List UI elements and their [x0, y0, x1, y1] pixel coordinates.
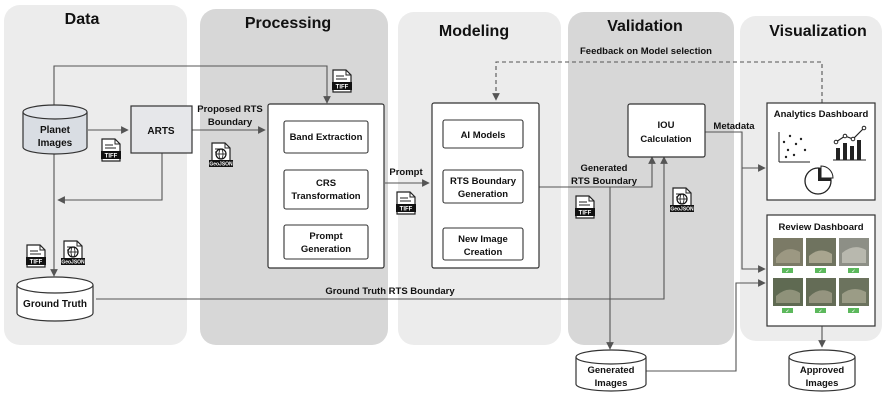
ground-truth-to-iou-connector	[96, 156, 668, 300]
processing-stage-title: Processing	[245, 15, 331, 32]
geojson-file-icon: GeoJSON	[209, 142, 233, 168]
tiff-file-icon: TIFF	[26, 244, 46, 268]
tiff-badge-text: TIFF	[400, 207, 413, 213]
generated-rts-boundary-label-line2: RTS Boundary	[571, 176, 638, 187]
crs-transformation-label-line2: Transformation	[291, 191, 360, 202]
generated-images-to-review-connector	[646, 279, 766, 372]
iou-calculation-label-line2: Calculation	[640, 134, 691, 145]
tiff-badge-text: TIFF	[579, 211, 592, 217]
rts-boundary-generation-label-line2: Generation	[458, 189, 508, 200]
data-stage-title: Data	[65, 11, 100, 28]
new-image-creation-label-line1: New Image	[458, 234, 508, 245]
arts-node: ARTS	[130, 105, 193, 154]
metadata-connector	[705, 131, 766, 172]
tiff-file-icon: TIFF	[575, 195, 595, 219]
approve-tag-check: ✓	[852, 308, 856, 313]
modeling-stage-title: Modeling	[439, 23, 509, 40]
geojson-file-icon: GeoJSON	[670, 187, 694, 213]
geojson-badge-text: GeoJSON	[670, 207, 694, 213]
geojson-badge-text: GeoJSON	[209, 162, 233, 168]
approve-tag[interactable]	[782, 268, 793, 273]
metadata-label: Metadata	[713, 121, 755, 132]
new-image-creation-node: New Image Creation	[442, 227, 524, 261]
crs-transformation-node: CRS Transformation	[283, 169, 369, 210]
tiff-badge-text: TIFF	[105, 154, 118, 160]
analytics-chart-icon	[778, 125, 867, 195]
crs-transformation-label-line1: CRS	[316, 178, 336, 189]
approve-tag-check: ✓	[852, 268, 856, 273]
approve-tag-check: ✓	[819, 268, 823, 273]
tiff-file-icon: TIFF	[332, 69, 352, 93]
generated-images-label-line1: Generated	[588, 365, 635, 376]
review-dashboard-label: Review Dashboard	[779, 222, 864, 233]
feedback-label: Feedback on Model selection	[580, 46, 712, 57]
visualization-stage-title: Visualization	[769, 23, 867, 40]
generated-images-node: Generated Images	[575, 349, 647, 392]
rts-boundary-generation-label-line1: RTS Boundary	[450, 176, 517, 187]
tiff-file-icon: TIFF	[396, 191, 416, 215]
review-dashboard-node: Review Dashboard ✓ ✓ ✓	[766, 214, 876, 327]
new-image-creation-label-line2: Creation	[464, 247, 503, 258]
approve-tag[interactable]	[815, 308, 826, 313]
generated-rts-to-iou-connector	[539, 156, 656, 188]
geojson-badge-text: GeoJSON	[61, 260, 85, 266]
planet-to-processing-connector	[53, 65, 331, 106]
tiff-badge-text: TIFF	[336, 85, 349, 91]
band-extraction-node: Band Extraction	[283, 120, 369, 154]
ground-truth-node: Ground Truth	[16, 276, 94, 322]
proposed-rts-boundary-label-line2: Boundary	[208, 117, 253, 128]
prompt-generation-label-line2: Generation	[301, 244, 351, 255]
approve-tag[interactable]	[848, 308, 859, 313]
approve-tag[interactable]	[848, 268, 859, 273]
approved-images-label-line1: Approved	[800, 365, 845, 376]
data-stage-band	[4, 5, 187, 345]
geojson-file-icon: GeoJSON	[61, 240, 85, 266]
approve-tag-check: ✓	[786, 308, 790, 313]
planet-images-label-line2: Images	[38, 138, 73, 149]
approved-images-node: Approved Images	[788, 349, 856, 392]
rts-boundary-generation-node: RTS Boundary Generation	[442, 169, 524, 204]
planet-images-label-line1: Planet	[40, 125, 71, 136]
iou-to-review-connector	[741, 168, 766, 273]
iou-calculation-node: IOU Calculation	[627, 103, 706, 158]
ground-truth-rts-boundary-label: Ground Truth RTS Boundary	[325, 286, 455, 297]
iou-calculation-label-line1: IOU	[658, 120, 675, 131]
approve-tag-check: ✓	[819, 308, 823, 313]
prompt-generation-node: Prompt Generation	[283, 224, 369, 260]
band-extraction-label: Band Extraction	[290, 132, 363, 143]
validation-stage-title: Validation	[607, 18, 683, 35]
arts-label: ARTS	[147, 126, 175, 137]
approve-tag[interactable]	[815, 268, 826, 273]
approve-tag-check: ✓	[786, 268, 790, 273]
review-image-grid: ✓ ✓ ✓ ✓ ✓ ✓	[773, 238, 869, 313]
feedback-connector	[492, 61, 823, 103]
approve-tag[interactable]	[782, 308, 793, 313]
ai-models-label: AI Models	[461, 130, 506, 141]
planet-images-node: Planet Images	[22, 104, 88, 155]
prompt-label: Prompt	[389, 167, 423, 178]
connectors	[50, 61, 826, 372]
proposed-rts-boundary-label-line1: Proposed RTS	[197, 104, 262, 115]
approved-images-label-line2: Images	[806, 378, 839, 389]
tiff-badge-text: TIFF	[30, 260, 43, 266]
generated-images-label-line2: Images	[595, 378, 628, 389]
tiff-file-icon: TIFF	[101, 138, 121, 162]
analytics-dashboard-label: Analytics Dashboard	[774, 109, 869, 120]
arts-to-left-connector	[57, 152, 163, 204]
generated-rts-boundary-label-line1: Generated	[581, 163, 628, 174]
analytics-dashboard-node: Analytics Dashboard	[766, 102, 876, 201]
prompt-generation-label-line1: Prompt	[309, 231, 343, 242]
ground-truth-label: Ground Truth	[23, 299, 87, 310]
ai-models-node: AI Models	[442, 119, 524, 149]
